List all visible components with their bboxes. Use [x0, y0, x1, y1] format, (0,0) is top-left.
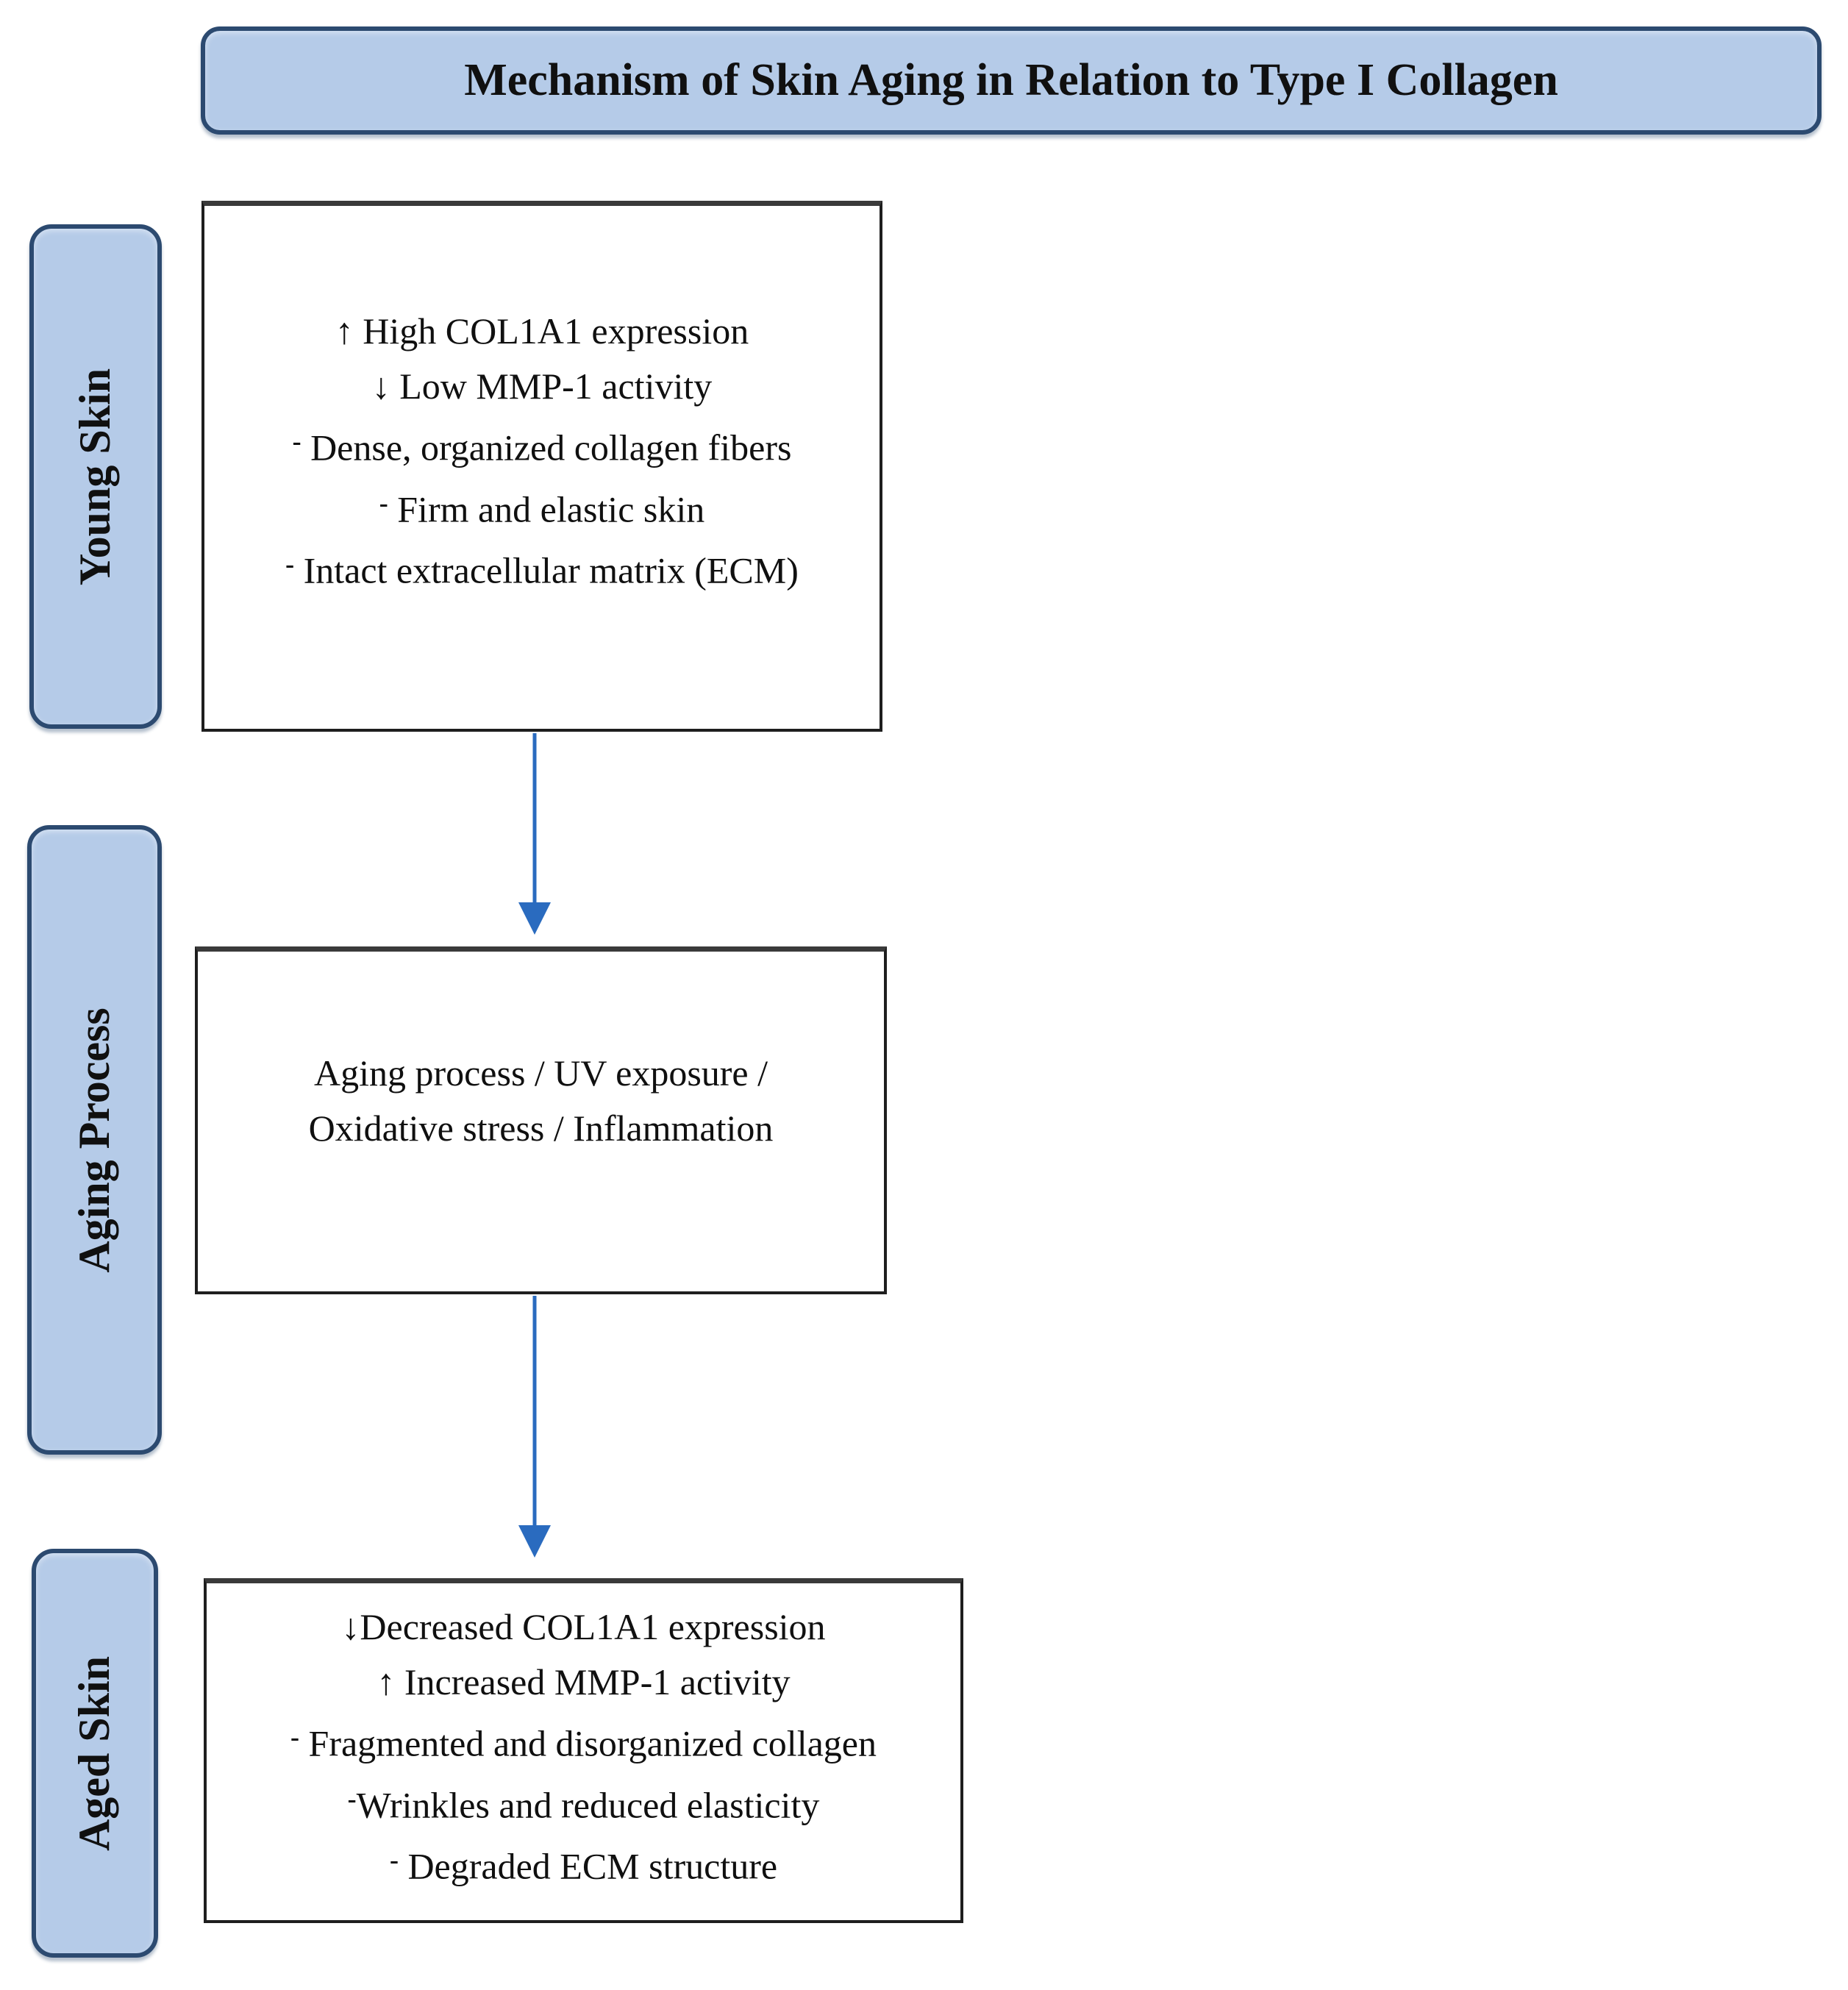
box-line-text: Wrinkles and reduced elasticity: [356, 1784, 820, 1826]
dash-bullet-icon: -: [379, 488, 388, 518]
box-line: - Degraded ECM structure: [207, 1833, 960, 1894]
up-arrow-icon: ↑: [335, 310, 354, 352]
dash-bullet-icon: -: [347, 1783, 357, 1814]
box-line: - Fragmented and disorganized collagen: [207, 1710, 960, 1772]
box-line-text: Firm and elastic skin: [388, 488, 705, 530]
down-arrow-icon: ↓: [371, 365, 390, 407]
box-line-text: High COL1A1 expression: [353, 310, 749, 352]
stage-label-aging-process: Aging Process: [27, 825, 162, 1455]
title-panel: Mechanism of Skin Aging in Relation to T…: [201, 26, 1822, 135]
box-line: ↑ High COL1A1 expression: [204, 304, 880, 359]
young-skin-box: ↑ High COL1A1 expression ↓ Low MMP-1 act…: [201, 201, 882, 732]
young-skin-label: Young Skin: [71, 368, 120, 585]
aging-process-box: Aging process / UV exposure / Oxidative …: [195, 946, 887, 1294]
box-line: - Dense, organized collagen fibers: [204, 414, 880, 476]
box-line: Aging process / UV exposure /: [198, 1046, 884, 1101]
dash-bullet-icon: -: [389, 1845, 399, 1875]
down-arrow-connector-2: [518, 1296, 551, 1558]
box-line-text: Degraded ECM structure: [398, 1846, 778, 1888]
box-line-text: Low MMP-1 activity: [390, 365, 713, 407]
down-arrow-connector-1: [518, 733, 551, 935]
box-line: ↓Decreased COL1A1 expression: [207, 1600, 960, 1655]
box-line: -Wrinkles and reduced elasticity: [207, 1772, 960, 1833]
aged-skin-label: Aged Skin: [70, 1655, 119, 1851]
down-arrow-icon: ↓: [341, 1606, 360, 1647]
aged-skin-box: ↓Decreased COL1A1 expression ↑ Increased…: [204, 1578, 963, 1923]
box-line-text: Aging process / UV exposure /: [313, 1052, 768, 1094]
box-line-text: Fragmented and disorganized collagen: [299, 1722, 877, 1764]
box-line-text: Intact extracellular matrix (ECM): [294, 550, 799, 592]
figure-title: Mechanism of Skin Aging in Relation to T…: [464, 55, 1558, 105]
stage-label-aged-skin: Aged Skin: [32, 1549, 158, 1958]
aging-process-label: Aging Process: [70, 1007, 118, 1273]
box-line-text: Oxidative stress / Inflammation: [308, 1108, 774, 1149]
box-line-text: Decreased COL1A1 expression: [360, 1606, 826, 1647]
box-line-text: Increased MMP-1 activity: [395, 1661, 791, 1702]
box-line: - Intact extracellular matrix (ECM): [204, 537, 880, 599]
box-line-text: Dense, organized collagen fibers: [301, 427, 792, 468]
dash-bullet-icon: -: [292, 427, 302, 456]
box-line: ↑ Increased MMP-1 activity: [207, 1655, 960, 1710]
up-arrow-icon: ↑: [377, 1661, 396, 1702]
stage-label-young-skin: Young Skin: [29, 224, 162, 729]
box-line: Oxidative stress / Inflammation: [198, 1101, 884, 1156]
box-line: ↓ Low MMP-1 activity: [204, 359, 880, 414]
box-line: - Firm and elastic skin: [204, 476, 880, 538]
dash-bullet-icon: -: [290, 1722, 300, 1752]
dash-bullet-icon: -: [285, 549, 295, 579]
